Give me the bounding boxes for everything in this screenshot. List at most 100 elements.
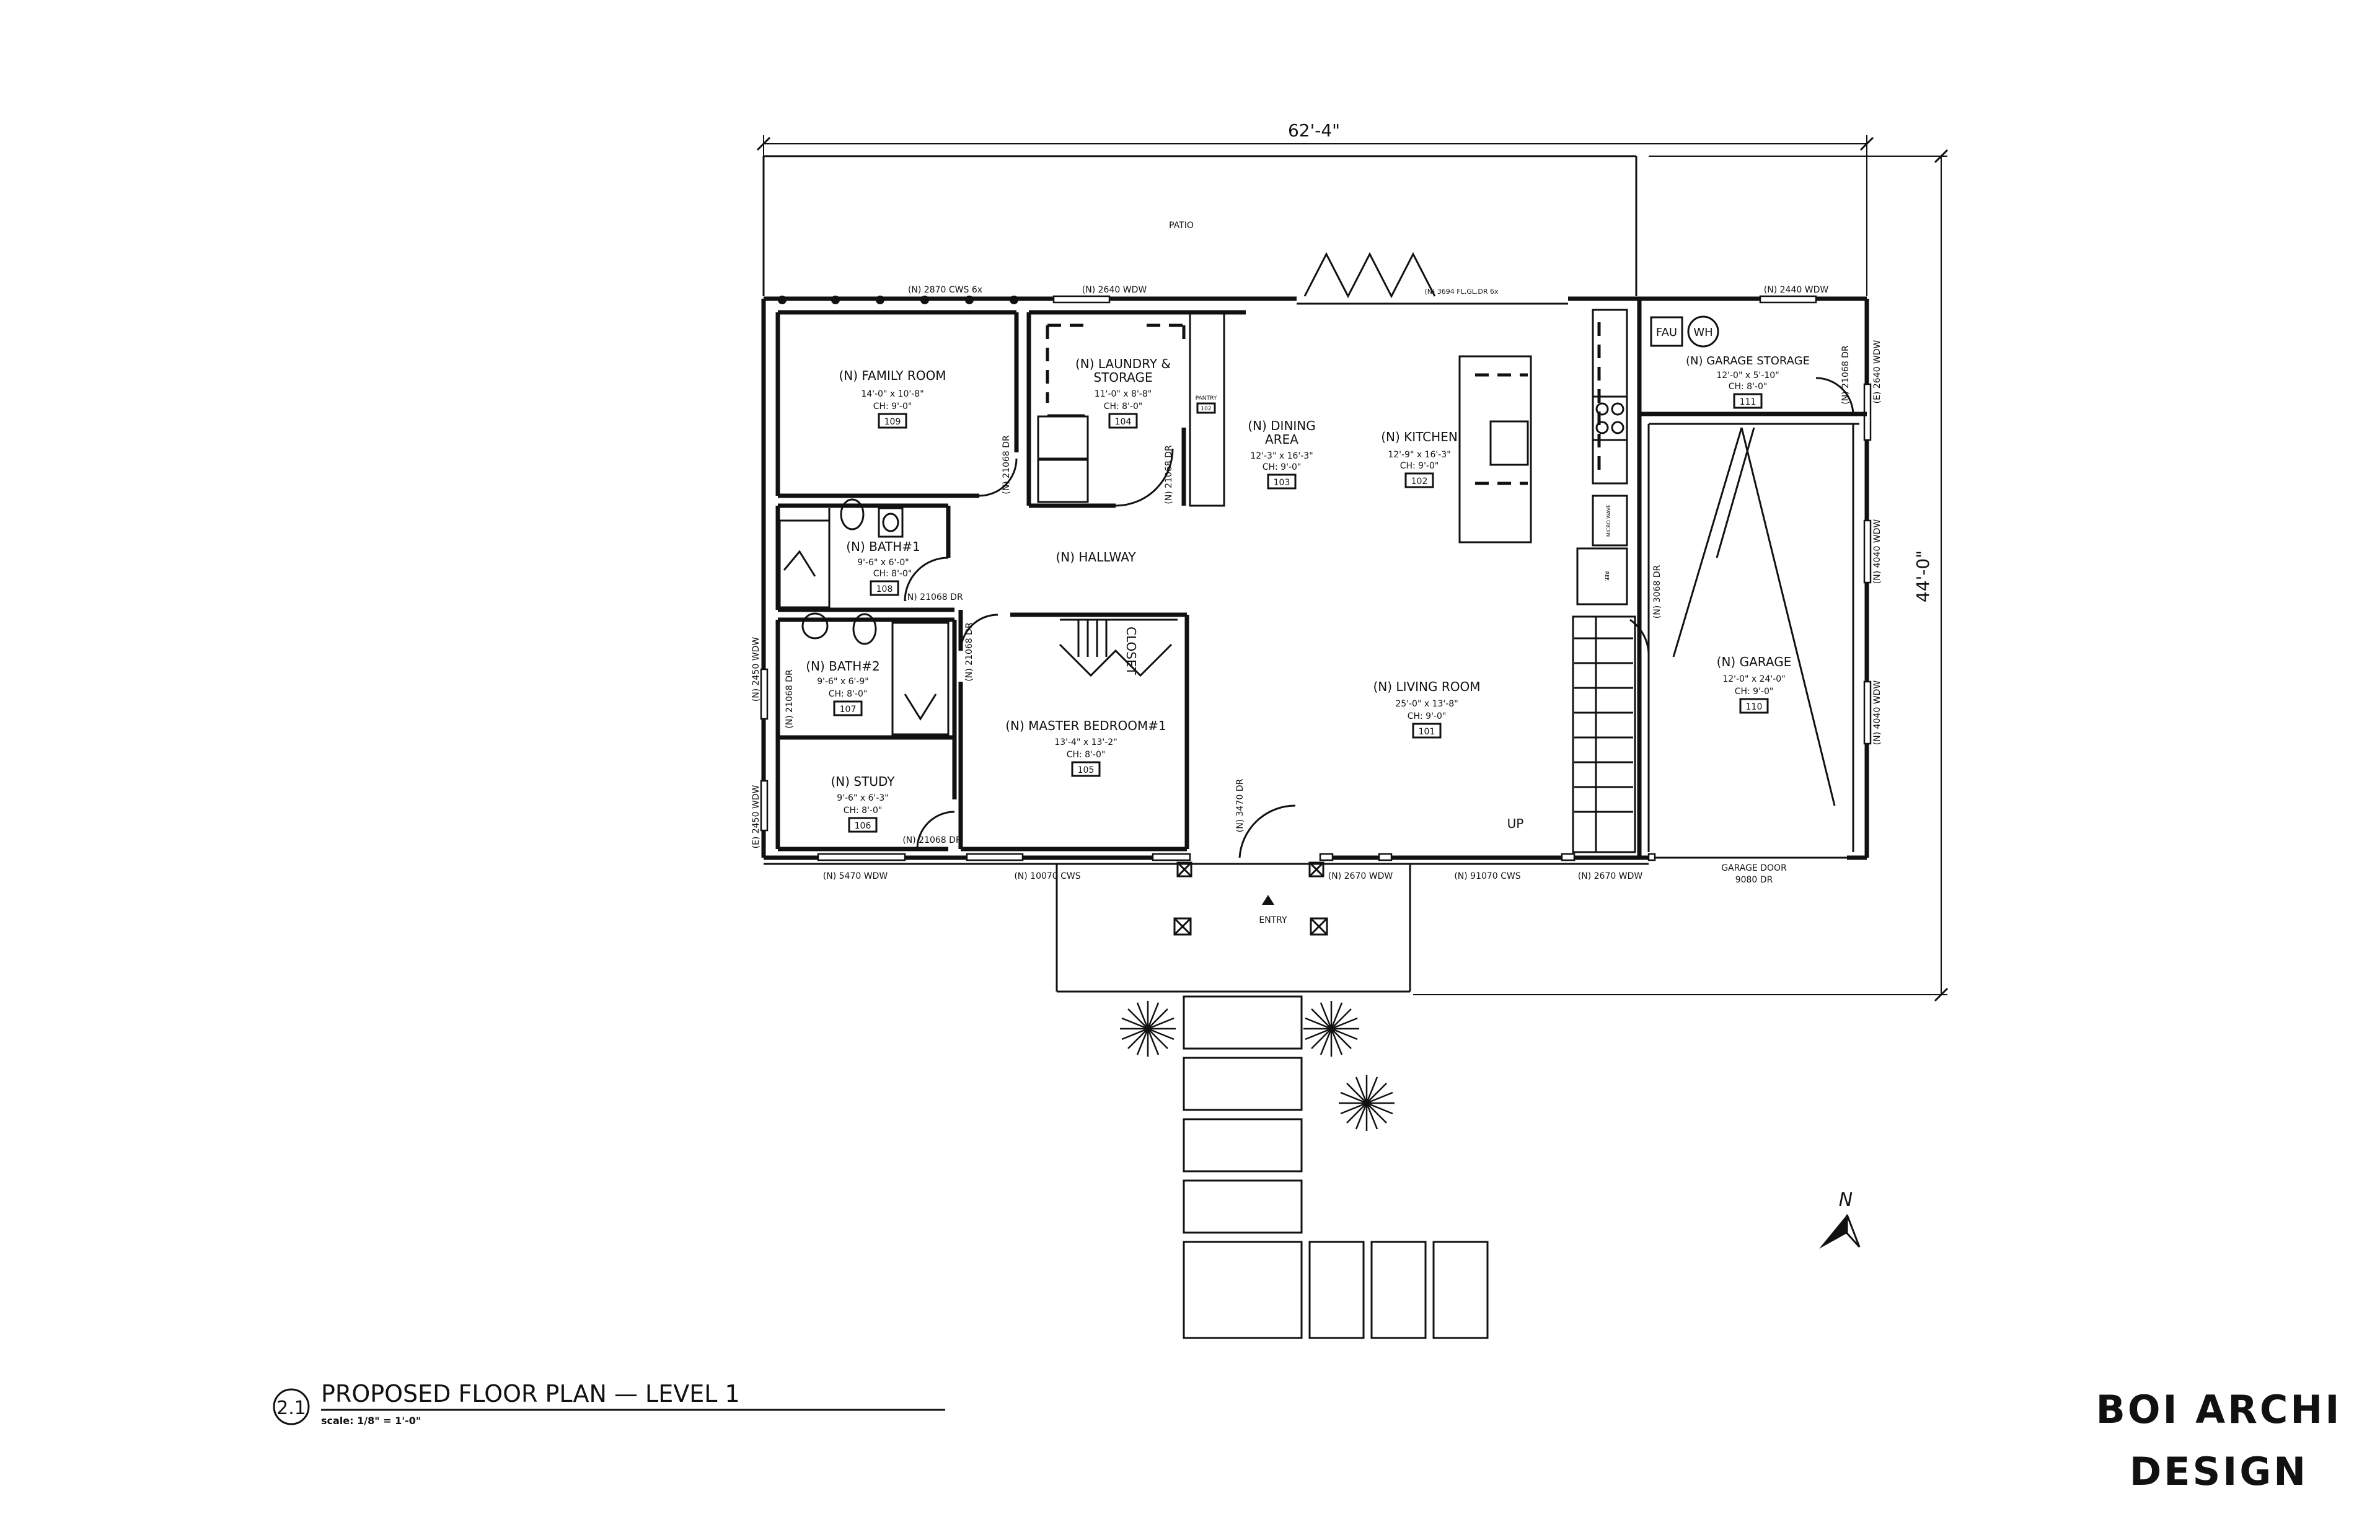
svg-text:CH: 8'-0": CH: 8'-0" [873, 569, 912, 579]
room-label-living: (N) LIVING ROOM 25'-0" x 13'-8" CH: 9'-0… [1373, 679, 1481, 739]
svg-text:(N) 21068 DR: (N) 21068 DR [902, 835, 962, 845]
room-label-laundry: (N) LAUNDRY & STORAGE 11'-0" x 8'-8" CH:… [1075, 356, 1171, 429]
svg-text:14'-0" x 10'-8": 14'-0" x 10'-8" [861, 389, 923, 399]
window-markers [760, 295, 1872, 861]
svg-text:106: 106 [855, 821, 871, 831]
svg-text:CH: 9'-0": CH: 9'-0" [873, 402, 912, 411]
svg-text:103: 103 [1274, 478, 1290, 488]
svg-text:9'-6" x 6'-3": 9'-6" x 6'-3" [837, 793, 889, 803]
svg-text:(N) STUDY: (N) STUDY [831, 774, 896, 789]
room-label-bath1: (N) BATH#1 9'-6" x 6'-0" CH: 8'-0" 108 [846, 539, 920, 596]
opening-callouts: (N) 2870 CWS 6x (N) 2640 WDW (N) 3694 FL… [751, 285, 1882, 881]
svg-text:(N) 2640 WDW: (N) 2640 WDW [1082, 285, 1147, 295]
svg-text:(N) 2670 WDW: (N) 2670 WDW [1578, 871, 1643, 881]
svg-text:102: 102 [1201, 406, 1211, 412]
svg-text:(N) MASTER BEDROOM#1: (N) MASTER BEDROOM#1 [1005, 718, 1166, 733]
stepping-stones [1183, 995, 1489, 1339]
svg-text:9'-6" x 6'-0": 9'-6" x 6'-0" [857, 558, 909, 568]
svg-text:CH: 8'-0": CH: 8'-0" [1729, 382, 1768, 392]
room-label-study: (N) STUDY 9'-6" x 6'-3" CH: 8'-0" 106 [831, 774, 896, 833]
room-label-dining: (N) DINING AREA 12'-3" x 16'-3" CH: 9'-0… [1248, 418, 1316, 490]
svg-text:(N) 4040 WDW: (N) 4040 WDW [1872, 680, 1882, 746]
svg-text:25'-0" x 13'-8": 25'-0" x 13'-8" [1395, 699, 1458, 709]
fau-label: FAU [1656, 326, 1677, 339]
overall-depth-dimension: 44'-0" [1913, 550, 1933, 602]
room-label-family: (N) FAMILY ROOM 14'-0" x 10'-8" CH: 9'-0… [839, 368, 946, 429]
svg-text:101: 101 [1419, 727, 1435, 737]
room-label-bath2: (N) BATH#2 9'-6" x 6'-9" CH: 8'-0" 107 [806, 659, 880, 716]
svg-text:(N) KITCHEN: (N) KITCHEN [1381, 429, 1458, 444]
north-arrow-icon: N [1819, 1189, 1861, 1249]
svg-text:(N) BATH#1: (N) BATH#1 [846, 539, 920, 554]
svg-text:(N) 91070 CWS: (N) 91070 CWS [1454, 871, 1520, 881]
svg-text:105: 105 [1078, 765, 1095, 775]
svg-text:CH: 9'-0": CH: 9'-0" [1400, 461, 1439, 471]
svg-text:107: 107 [840, 705, 857, 715]
svg-text:(E) 2450 WDW: (E) 2450 WDW [751, 785, 761, 848]
exterior-walls [761, 296, 1869, 865]
brand-line-1: BOI ARCHI [2096, 1387, 2342, 1432]
svg-text:CLOSET: CLOSET [1124, 627, 1139, 675]
svg-text:12'-3" x 16'-3": 12'-3" x 16'-3" [1250, 451, 1313, 461]
svg-text:(N) 2670 WDW: (N) 2670 WDW [1328, 871, 1393, 881]
svg-text:(N) 2450 WDW: (N) 2450 WDW [751, 637, 761, 702]
svg-text:(N) 21068 DR: (N) 21068 DR [1002, 435, 1011, 495]
svg-text:104: 104 [1115, 417, 1132, 427]
room-label-kitchen: (N) KITCHEN 12'-9" x 16'-3" CH: 9'-0" 10… [1381, 429, 1458, 488]
svg-text:CH: 8'-0": CH: 8'-0" [1067, 750, 1106, 760]
svg-text:(N) 21068 DR: (N) 21068 DR [964, 622, 974, 682]
hallway-label: (N) HALLWAY [1056, 550, 1136, 565]
garage-door-label: GARAGE DOOR [1721, 863, 1787, 873]
svg-text:CH: 8'-0": CH: 8'-0" [844, 806, 883, 816]
patio-label: PATIO [1169, 221, 1194, 231]
microwave-label: MICRO WAVE [1606, 504, 1611, 537]
svg-text:(N) 10070 CWS: (N) 10070 CWS [1014, 871, 1080, 881]
svg-text:12'-9" x 16'-3": 12'-9" x 16'-3" [1388, 450, 1450, 460]
refrigerator-label: REF. [1604, 571, 1610, 581]
svg-text:CH: 9'-0": CH: 9'-0" [1735, 687, 1774, 697]
folding-door-icon [1303, 252, 1436, 299]
drawing-scale: scale: 1/8" = 1'-0" [321, 1415, 421, 1427]
svg-text:(E) 2640 WDW: (E) 2640 WDW [1872, 340, 1882, 403]
svg-text:(N) LAUNDRY &: (N) LAUNDRY & [1075, 356, 1171, 371]
pantry-label: PANTRY 102 [1196, 395, 1217, 414]
svg-text:PANTRY: PANTRY [1196, 395, 1217, 402]
svg-text:108: 108 [876, 584, 893, 594]
svg-text:STORAGE: STORAGE [1093, 370, 1152, 385]
svg-text:(N) 2870 CWS 6x: (N) 2870 CWS 6x [908, 285, 982, 295]
svg-text:CH: 8'-0": CH: 8'-0" [829, 689, 868, 699]
drawing-title-block: 2.1 PROPOSED FLOOR PLAN — LEVEL 1 scale:… [273, 1380, 945, 1427]
drawing-number: 2.1 [276, 1397, 306, 1419]
svg-text:(N) 2440 WDW: (N) 2440 WDW [1764, 285, 1829, 295]
patio: PATIO [762, 155, 1637, 296]
svg-text:(N) BATH#2: (N) BATH#2 [806, 659, 880, 674]
svg-text:12'-0" x 5'-10": 12'-0" x 5'-10" [1716, 371, 1779, 381]
stairs-up-label: UP [1507, 816, 1524, 831]
svg-text:11'-0" x 8'-8": 11'-0" x 8'-8" [1095, 389, 1152, 399]
room-label-garage-storage: (N) GARAGE STORAGE 12'-0" x 5'-10" CH: 8… [1656, 326, 1810, 409]
svg-text:(N) 21068 DR: (N) 21068 DR [904, 592, 963, 602]
svg-text:109: 109 [884, 417, 901, 427]
closet-label: CLOSET [1124, 627, 1139, 675]
interior-walls [775, 299, 1867, 858]
drawing-title: PROPOSED FLOOR PLAN — LEVEL 1 [321, 1380, 740, 1407]
svg-text:(N) GARAGE STORAGE: (N) GARAGE STORAGE [1686, 354, 1810, 367]
svg-text:AREA: AREA [1265, 432, 1298, 447]
north-label: N [1839, 1189, 1853, 1211]
svg-text:13'-4" x 13'-2": 13'-4" x 13'-2" [1054, 737, 1117, 747]
brand-line-2: DESIGN [2129, 1449, 2309, 1494]
svg-text:(N) 4040 WDW: (N) 4040 WDW [1872, 519, 1882, 584]
svg-text:CH: 9'-0": CH: 9'-0" [1408, 711, 1447, 721]
dimension-lines: 62'-4" 44'-0" [756, 120, 1949, 1002]
svg-text:9'-6" x 6'-9": 9'-6" x 6'-9" [817, 677, 869, 687]
svg-text:110: 110 [1746, 702, 1763, 712]
entry-porch [1056, 861, 1411, 993]
svg-text:(N) LIVING ROOM: (N) LIVING ROOM [1373, 679, 1481, 694]
overall-width-dimension: 62'-4" [1288, 120, 1340, 141]
door-swings [904, 377, 1854, 858]
svg-text:(N) 3694 FL.GL.DR 6x: (N) 3694 FL.GL.DR 6x [1424, 288, 1499, 296]
svg-text:(N) 21068 DR: (N) 21068 DR [785, 669, 795, 729]
wh-label: WH [1693, 326, 1712, 339]
entry-label: ENTRY [1259, 915, 1287, 925]
